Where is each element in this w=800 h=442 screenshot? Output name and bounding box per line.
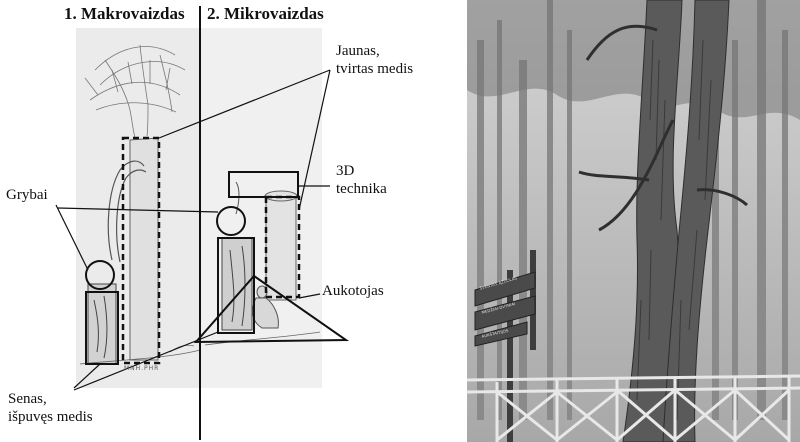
label-3d-line1: 3D bbox=[336, 163, 355, 179]
sign-boards bbox=[474, 271, 536, 347]
circle-fungi-macro bbox=[85, 260, 115, 290]
forest-photo-drawing bbox=[467, 0, 800, 442]
label-offerer: Aukotojas bbox=[322, 283, 384, 299]
wooden-fence bbox=[467, 374, 800, 442]
label-old-tree-line1: Senas, bbox=[8, 391, 47, 407]
forest-photo: ŠVENTAS ĄŽUOLAS MEDŽIAI-DVYNIAI AUKŠTAIT… bbox=[467, 0, 800, 442]
box-old-micro bbox=[217, 237, 255, 334]
micro-paper bbox=[200, 28, 322, 388]
offerer-figure bbox=[252, 285, 279, 329]
artist-signature: MNH.PHR bbox=[124, 365, 160, 372]
box-old-macro bbox=[85, 291, 119, 365]
label-young-tree-line1: Jaunas, bbox=[336, 43, 380, 59]
label-old-tree-line2: išpuvęs medis bbox=[8, 409, 93, 425]
background-trees bbox=[477, 0, 788, 420]
bark-texture bbox=[636, 39, 712, 421]
circle-fungi-micro bbox=[216, 206, 246, 236]
sketch-drawing bbox=[55, 6, 350, 440]
heading-macro-view: 1. Makrovaizdas bbox=[64, 4, 185, 23]
sketch-diagram: 1. Makrovaizdas 2. Mikrovaizdas Jaunas, … bbox=[6, 4, 414, 440]
canopy-sketch bbox=[84, 44, 186, 139]
dashed-box-young-micro bbox=[264, 195, 301, 299]
label-fungi: Grybai bbox=[6, 187, 48, 203]
old-tree-macro bbox=[107, 160, 147, 263]
label-3d-line2: technika bbox=[336, 181, 387, 197]
leader-lines bbox=[55, 69, 331, 391]
offerer-triangle bbox=[193, 274, 350, 344]
oak-branches bbox=[578, 24, 749, 232]
label-young-tree-line2: tvirtas medis bbox=[336, 61, 414, 77]
heading-micro-view: 2. Mikrovaizdas bbox=[207, 4, 324, 23]
young-tree-micro bbox=[264, 190, 298, 301]
box-3d-technique bbox=[228, 171, 299, 198]
old-stump-macro bbox=[87, 283, 117, 365]
